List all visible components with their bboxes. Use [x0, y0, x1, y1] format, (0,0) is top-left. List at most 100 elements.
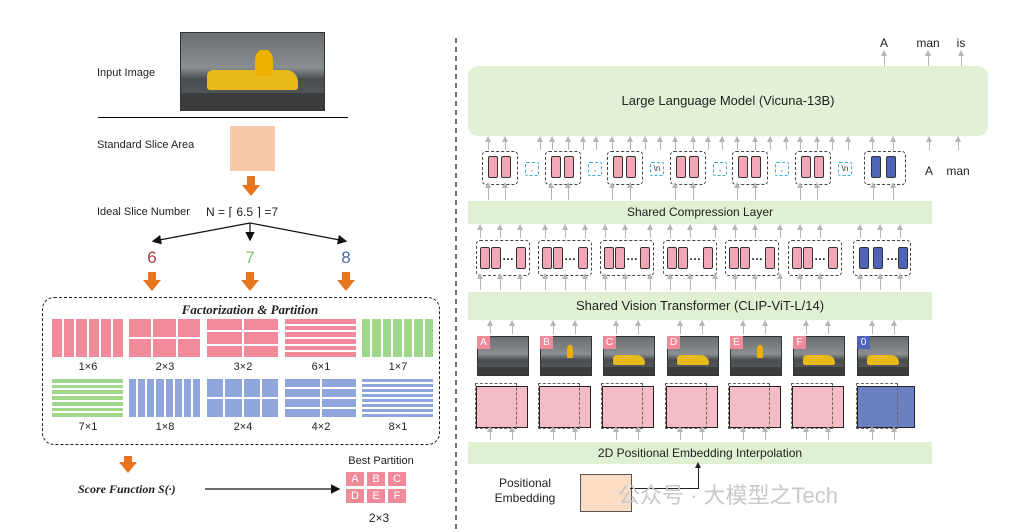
- partition-cell: [183, 379, 191, 417]
- connector: [480, 277, 481, 290]
- image-patch: [477, 336, 529, 376]
- connector: [928, 54, 929, 66]
- connector: [552, 140, 553, 150]
- vit-token: [491, 247, 501, 269]
- connector: [693, 186, 694, 200]
- patch-embedding: [728, 383, 781, 429]
- up-arrow: [613, 426, 619, 432]
- interpolation-outline: [791, 383, 833, 429]
- arrow-shaft: [342, 272, 350, 280]
- partition-cell: [414, 319, 423, 357]
- partition-cell: [177, 339, 200, 357]
- vit-token: [729, 247, 739, 269]
- best-cell: A: [346, 472, 364, 486]
- partition-cell: [243, 332, 278, 344]
- vit-token: [553, 247, 563, 269]
- partition-cell: [52, 407, 123, 412]
- connector: [553, 430, 554, 440]
- up-arrow: [509, 426, 515, 432]
- up-arrow: [593, 136, 599, 142]
- patch-label: E: [730, 336, 743, 349]
- partition-cell: [112, 319, 123, 357]
- partition-cell: [165, 379, 173, 417]
- up-arrow: [537, 136, 543, 142]
- up-arrow: [572, 320, 578, 326]
- partition-cell: [362, 384, 433, 387]
- connector: [755, 228, 756, 238]
- partition-label: 8×1: [388, 421, 408, 433]
- vit-token-group: [476, 240, 530, 276]
- connector: [630, 186, 631, 200]
- up-arrow: [613, 320, 619, 326]
- vit-token-group: [788, 240, 842, 276]
- visual-token: [488, 156, 498, 178]
- connector: [828, 430, 829, 440]
- up-arrow: [549, 136, 555, 142]
- up-arrow: [582, 273, 588, 279]
- partition-grid-3×2: [207, 319, 278, 357]
- visual-token: [676, 156, 686, 178]
- best-cell: F: [388, 489, 406, 503]
- connector: [743, 324, 744, 334]
- partition-cell: [285, 352, 356, 357]
- partition-cell: [207, 399, 224, 417]
- connector: [828, 324, 829, 334]
- compression-layer: Shared Compression Layer: [468, 201, 932, 224]
- connector: [820, 228, 821, 238]
- up-arrow: [485, 136, 491, 142]
- partition-cell: [321, 409, 356, 417]
- visual-token: [501, 156, 511, 178]
- vit-token: [542, 247, 552, 269]
- vit-token: [828, 247, 838, 269]
- up-arrow: [777, 273, 783, 279]
- up-arrow: [777, 224, 783, 230]
- connector: [698, 466, 699, 488]
- interpolation-outline: [665, 383, 707, 429]
- partition-cell: [362, 399, 433, 402]
- partition-cell: [285, 325, 356, 331]
- partition-cell: [153, 319, 176, 337]
- up-arrow: [562, 273, 568, 279]
- connector: [638, 430, 639, 440]
- connector: [765, 324, 766, 334]
- vit-token: [615, 247, 625, 269]
- compressed-token-group: [795, 151, 831, 185]
- up-arrow: [487, 320, 493, 326]
- partition-cell: [207, 379, 224, 397]
- connector: [680, 430, 681, 440]
- connector: [612, 140, 613, 150]
- arrow-down: [337, 280, 355, 291]
- connector: [702, 324, 703, 334]
- overview-token: [871, 156, 881, 178]
- up-arrow: [687, 273, 693, 279]
- connector: [553, 324, 554, 334]
- connector: [708, 140, 709, 150]
- ellipsis: …: [689, 249, 701, 263]
- up-arrow: [752, 136, 758, 142]
- connector: [860, 277, 861, 290]
- best-cell: E: [367, 489, 385, 503]
- arrow-down: [242, 185, 260, 196]
- partition-cell: [88, 319, 99, 357]
- up-arrow: [609, 182, 615, 188]
- overview-token-group: [864, 151, 906, 185]
- partition-label: 4×2: [311, 421, 331, 433]
- partition-cell: [362, 379, 433, 382]
- connector: [820, 277, 821, 290]
- connector: [585, 277, 586, 290]
- partition-cell: [174, 379, 182, 417]
- patch-label: D: [667, 336, 680, 349]
- connector: [500, 277, 501, 290]
- connector: [817, 186, 818, 200]
- visual-token: [814, 156, 824, 178]
- patch-embedding: [601, 383, 654, 429]
- up-arrow: [487, 426, 493, 432]
- arrow-shaft: [148, 272, 156, 280]
- partition-label: 1×7: [388, 361, 408, 373]
- visual-token: [751, 156, 761, 178]
- up-arrow: [672, 136, 678, 142]
- vit-label: Shared Vision Transformer (CLIP-ViT-L/14…: [575, 298, 825, 313]
- visual-token: [689, 156, 699, 178]
- up-arrow: [609, 136, 615, 142]
- connector: [929, 140, 930, 150]
